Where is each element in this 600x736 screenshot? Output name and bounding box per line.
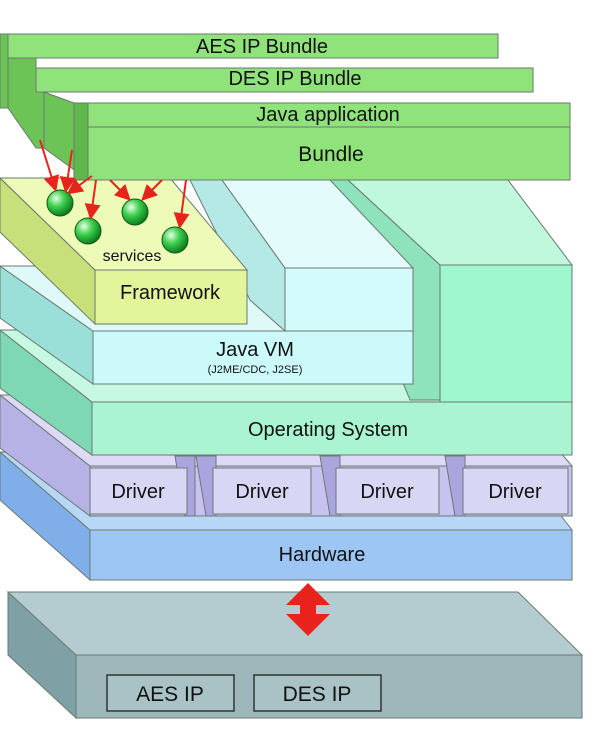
hardware-label: Hardware (279, 544, 366, 566)
driver-block: Driver (444, 455, 569, 517)
bundle-column-middle (189, 179, 415, 333)
services-label: services (103, 248, 162, 265)
des-ip-bundle: DES IP Bundle (7, 57, 534, 149)
java-application-bundle: Java application Bundle (43, 91, 571, 182)
service-link-arrows (39, 139, 190, 229)
driver-label: Driver (488, 481, 542, 503)
des-ip-block (253, 674, 382, 712)
service-sphere-icon (121, 198, 149, 226)
driver-block: Driver (89, 455, 196, 517)
java-application-label: Java application (256, 104, 399, 126)
service-sphere-icon (74, 217, 102, 245)
fpga-board: AES IP DES IP (6, 591, 584, 720)
driver-label: Driver (360, 481, 414, 503)
framework-label: Framework (120, 282, 221, 304)
aes-ip-block (106, 674, 235, 712)
driver-block: Driver (319, 455, 440, 517)
aes-ip-label: AES IP (136, 683, 204, 706)
des-bundle-label: DES IP Bundle (228, 68, 361, 90)
aes-ip-bundle: AES IP Bundle (0, 33, 499, 109)
driver-label: Driver (111, 481, 165, 503)
bundle-label: Bundle (298, 143, 363, 166)
framework-box: Framework services (0, 177, 249, 326)
service-sphere-icon (161, 226, 189, 254)
java-vm-label: Java VM (216, 339, 294, 361)
des-ip-label: DES IP (283, 683, 352, 706)
driver-block: Driver (195, 455, 312, 517)
service-sphere-icon (46, 189, 74, 217)
driver-label: Driver (235, 481, 289, 503)
java-vm-sub-label: (J2ME/CDC, J2SE) (208, 364, 303, 376)
operating-system-label: Operating System (248, 419, 408, 441)
aes-bundle-label: AES IP Bundle (196, 36, 328, 58)
bidirectional-arrow-icon (286, 583, 330, 636)
